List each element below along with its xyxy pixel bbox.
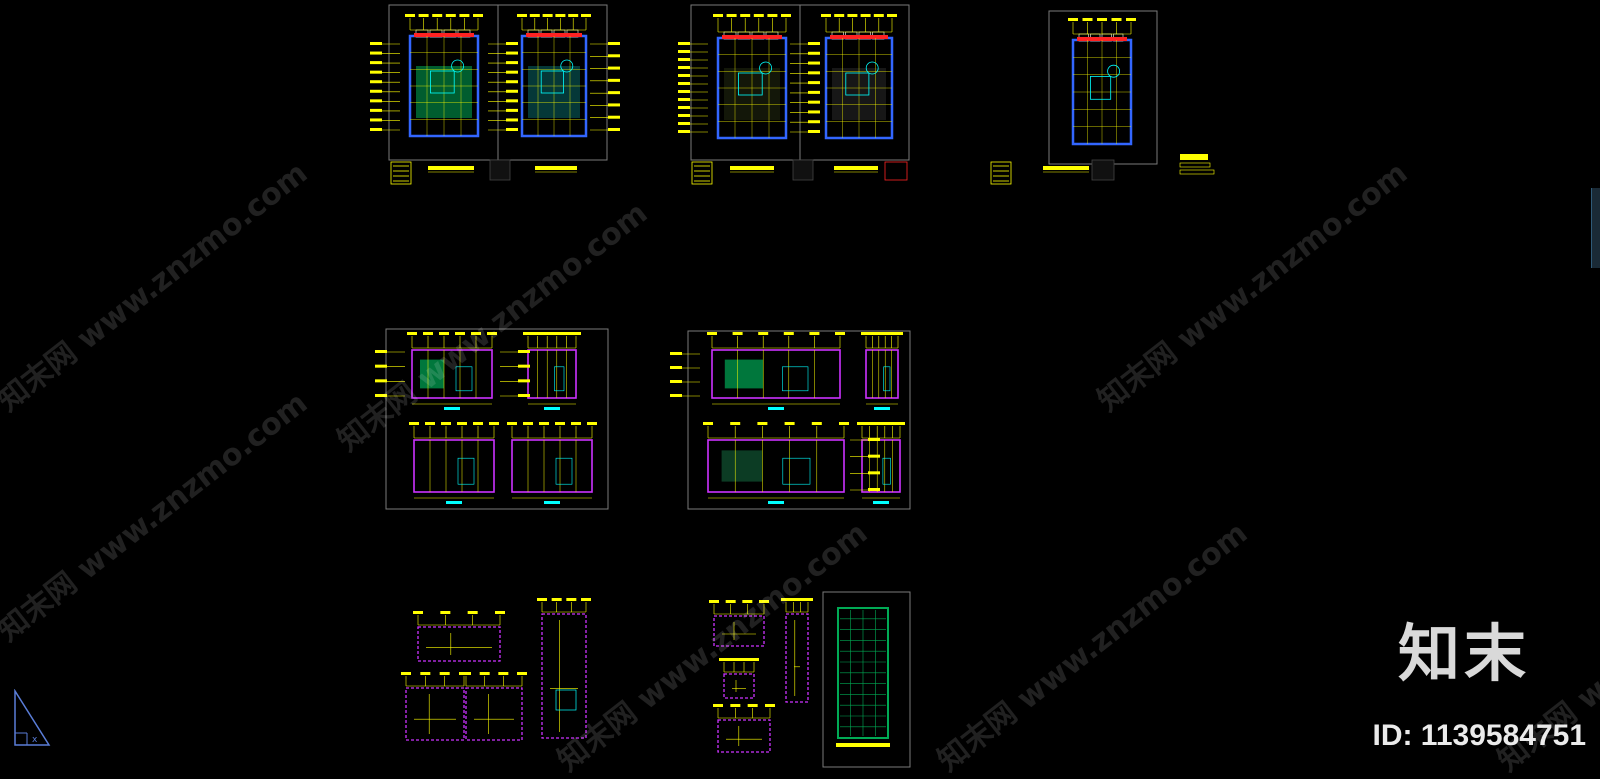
sheet-elevations-b[interactable]: [670, 330, 911, 510]
tool-palette-icon[interactable]: [1591, 188, 1600, 268]
model-id-label: ID: 1139584751: [1372, 719, 1586, 752]
sheet-floor-plans-a[interactable]: [370, 4, 620, 185]
sheet-floor-plans-b[interactable]: [678, 4, 910, 185]
brand-logo: 知末: [1397, 617, 1530, 690]
ucs-triangle-icon: x: [12, 688, 52, 751]
sheet-details-b[interactable]: [709, 591, 911, 768]
drawing-sheets: [370, 4, 1215, 768]
svg-text:x: x: [32, 735, 38, 745]
sheet-floor-plan-c[interactable]: [990, 10, 1215, 185]
sheet-details-a: [401, 598, 591, 741]
sheet-elevations-a[interactable]: [375, 328, 609, 510]
